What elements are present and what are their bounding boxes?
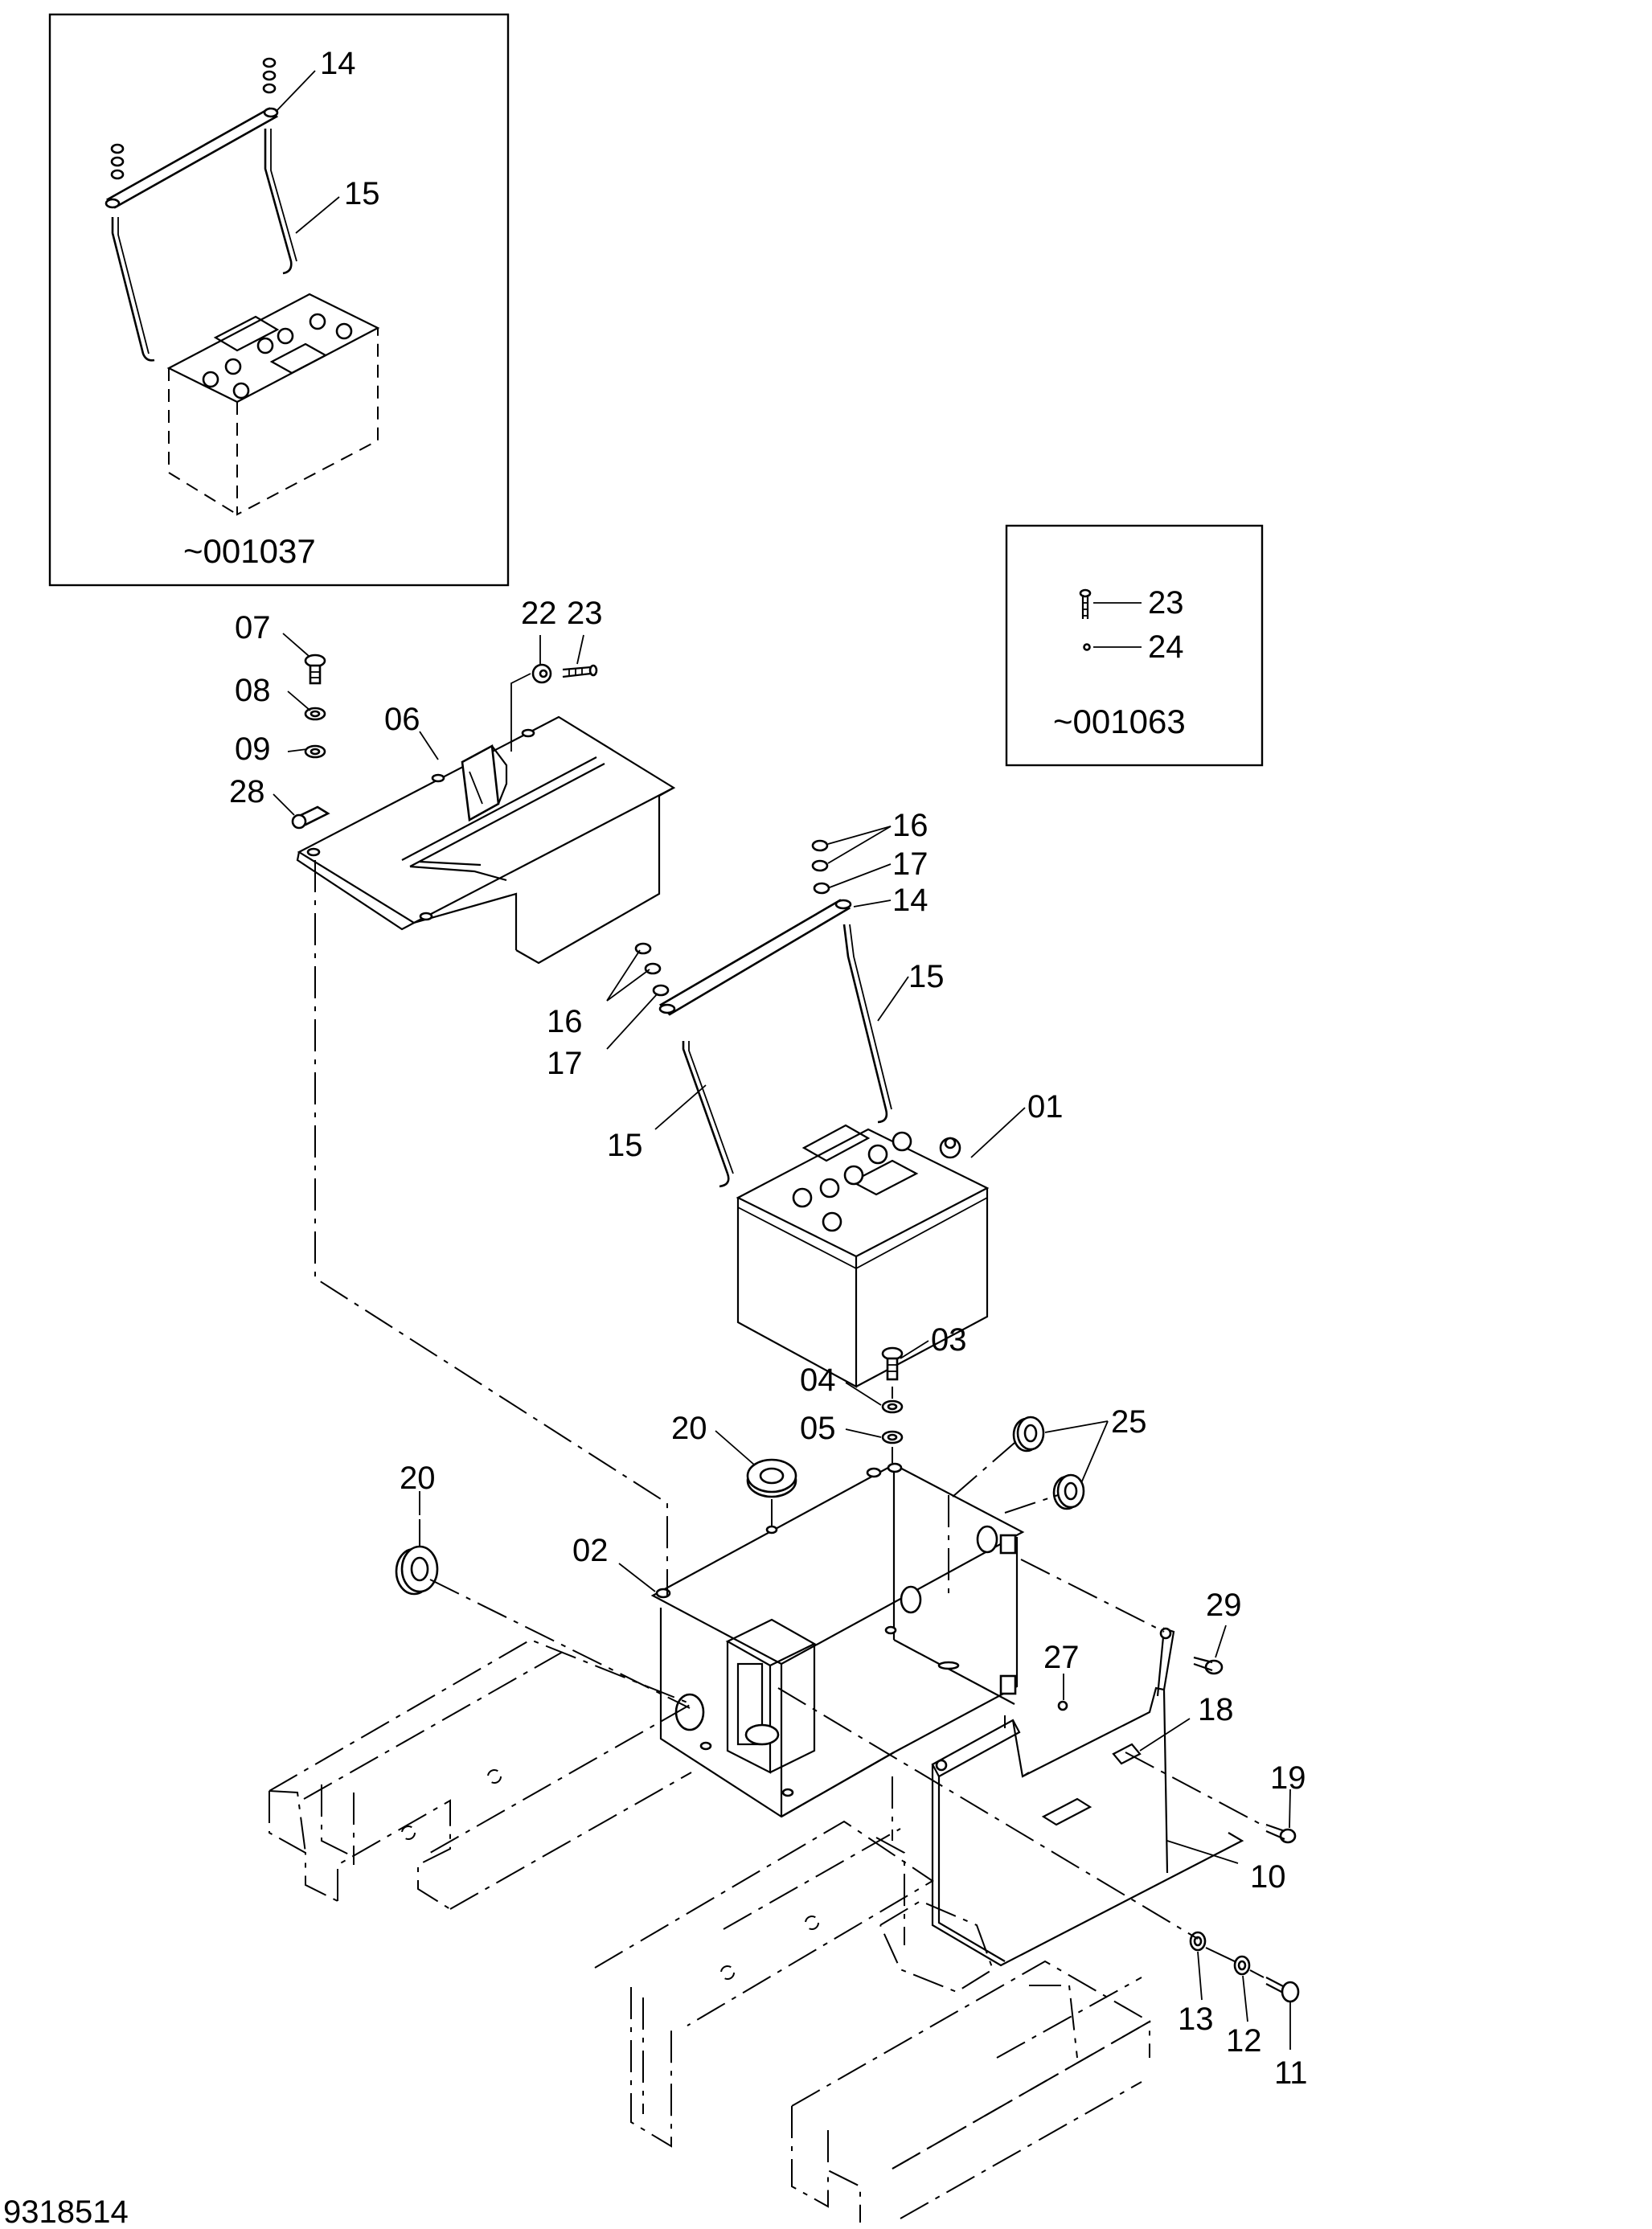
inset-left-callout-15: 15 — [344, 176, 380, 211]
callout-18: 18 — [1198, 1692, 1234, 1727]
battery — [736, 1124, 990, 1388]
inset-left-callout-14: 14 — [320, 46, 356, 81]
bolt-19 — [1265, 1823, 1297, 1844]
callout-09: 09 — [235, 731, 271, 767]
battery-cover — [296, 715, 676, 965]
battery-tray — [650, 1462, 1025, 1818]
nut-stack-top-right — [262, 57, 277, 94]
callout-04: 04 — [800, 1362, 836, 1398]
callout-27: 27 — [1043, 1640, 1080, 1675]
callout-28: 28 — [229, 774, 265, 809]
callout-17-upper: 17 — [892, 846, 928, 882]
callout-11: 11 — [1274, 2055, 1308, 2091]
callout-13: 13 — [1178, 2002, 1214, 2037]
inset-right-serial-note: ~001063 — [1053, 703, 1186, 740]
callout-16-lower: 16 — [547, 1004, 583, 1039]
battery-inset — [166, 293, 380, 516]
side-panel — [931, 1627, 1244, 1967]
callout-02: 02 — [572, 1533, 609, 1568]
inset-right-frame — [1005, 524, 1264, 767]
callout-19: 19 — [1270, 1760, 1306, 1796]
callout-01: 01 — [1027, 1089, 1064, 1125]
assembly-lines — [314, 860, 1267, 1978]
drawing-number: 9318514 — [3, 2194, 129, 2229]
inset-left: 14 15 ~001037 — [48, 13, 510, 587]
callout-15-lower: 15 — [607, 1128, 643, 1163]
callout-15-upper: 15 — [908, 959, 945, 994]
grommets — [395, 1416, 1085, 1596]
inset-right: 23 24 ~001063 — [1005, 524, 1264, 767]
callout-07: 07 — [235, 610, 271, 645]
callout-12: 12 — [1226, 2023, 1262, 2059]
callout-08: 08 — [235, 673, 271, 708]
callout-20-center: 20 — [671, 1411, 707, 1446]
spacer-bolt-22-23 — [510, 663, 598, 752]
bolt-23-inset — [1079, 588, 1092, 619]
washer-24-inset — [1083, 643, 1091, 651]
screw-27 — [1057, 1700, 1068, 1711]
callout-23: 23 — [567, 596, 603, 631]
leader-lines — [273, 633, 1291, 2050]
clamp-assembly — [634, 839, 892, 1188]
callout-22: 22 — [521, 596, 557, 631]
callout-06: 06 — [384, 702, 420, 737]
clamp-bar — [105, 107, 279, 209]
callout-10: 10 — [1250, 1859, 1286, 1895]
callout-20-left: 20 — [400, 1461, 436, 1496]
callout-03: 03 — [931, 1322, 967, 1358]
nut-stack-top-left — [110, 143, 125, 180]
inset-right-callout-24: 24 — [1148, 629, 1184, 665]
inset-left-frame — [48, 13, 510, 587]
callout-14: 14 — [892, 883, 928, 918]
callout-17-lower: 17 — [547, 1046, 583, 1081]
callout-16-upper: 16 — [892, 808, 928, 843]
callout-25: 25 — [1111, 1404, 1147, 1440]
callout-29: 29 — [1206, 1588, 1242, 1623]
callout-labels: 07 08 09 28 06 22 23 16 17 14 15 16 17 1… — [229, 596, 1308, 2091]
tray-bolt-stack — [881, 1346, 904, 1444]
hook-rod-left — [111, 217, 155, 362]
chassis-frame — [269, 1638, 1152, 2223]
cover-bolt-stack — [291, 654, 330, 830]
inset-left-serial-note: ~001037 — [183, 532, 316, 570]
callout-05: 05 — [800, 1411, 836, 1446]
bolt-29 — [1193, 1656, 1224, 1675]
inset-right-callout-23: 23 — [1148, 585, 1184, 621]
hook-rod-right — [264, 129, 293, 275]
